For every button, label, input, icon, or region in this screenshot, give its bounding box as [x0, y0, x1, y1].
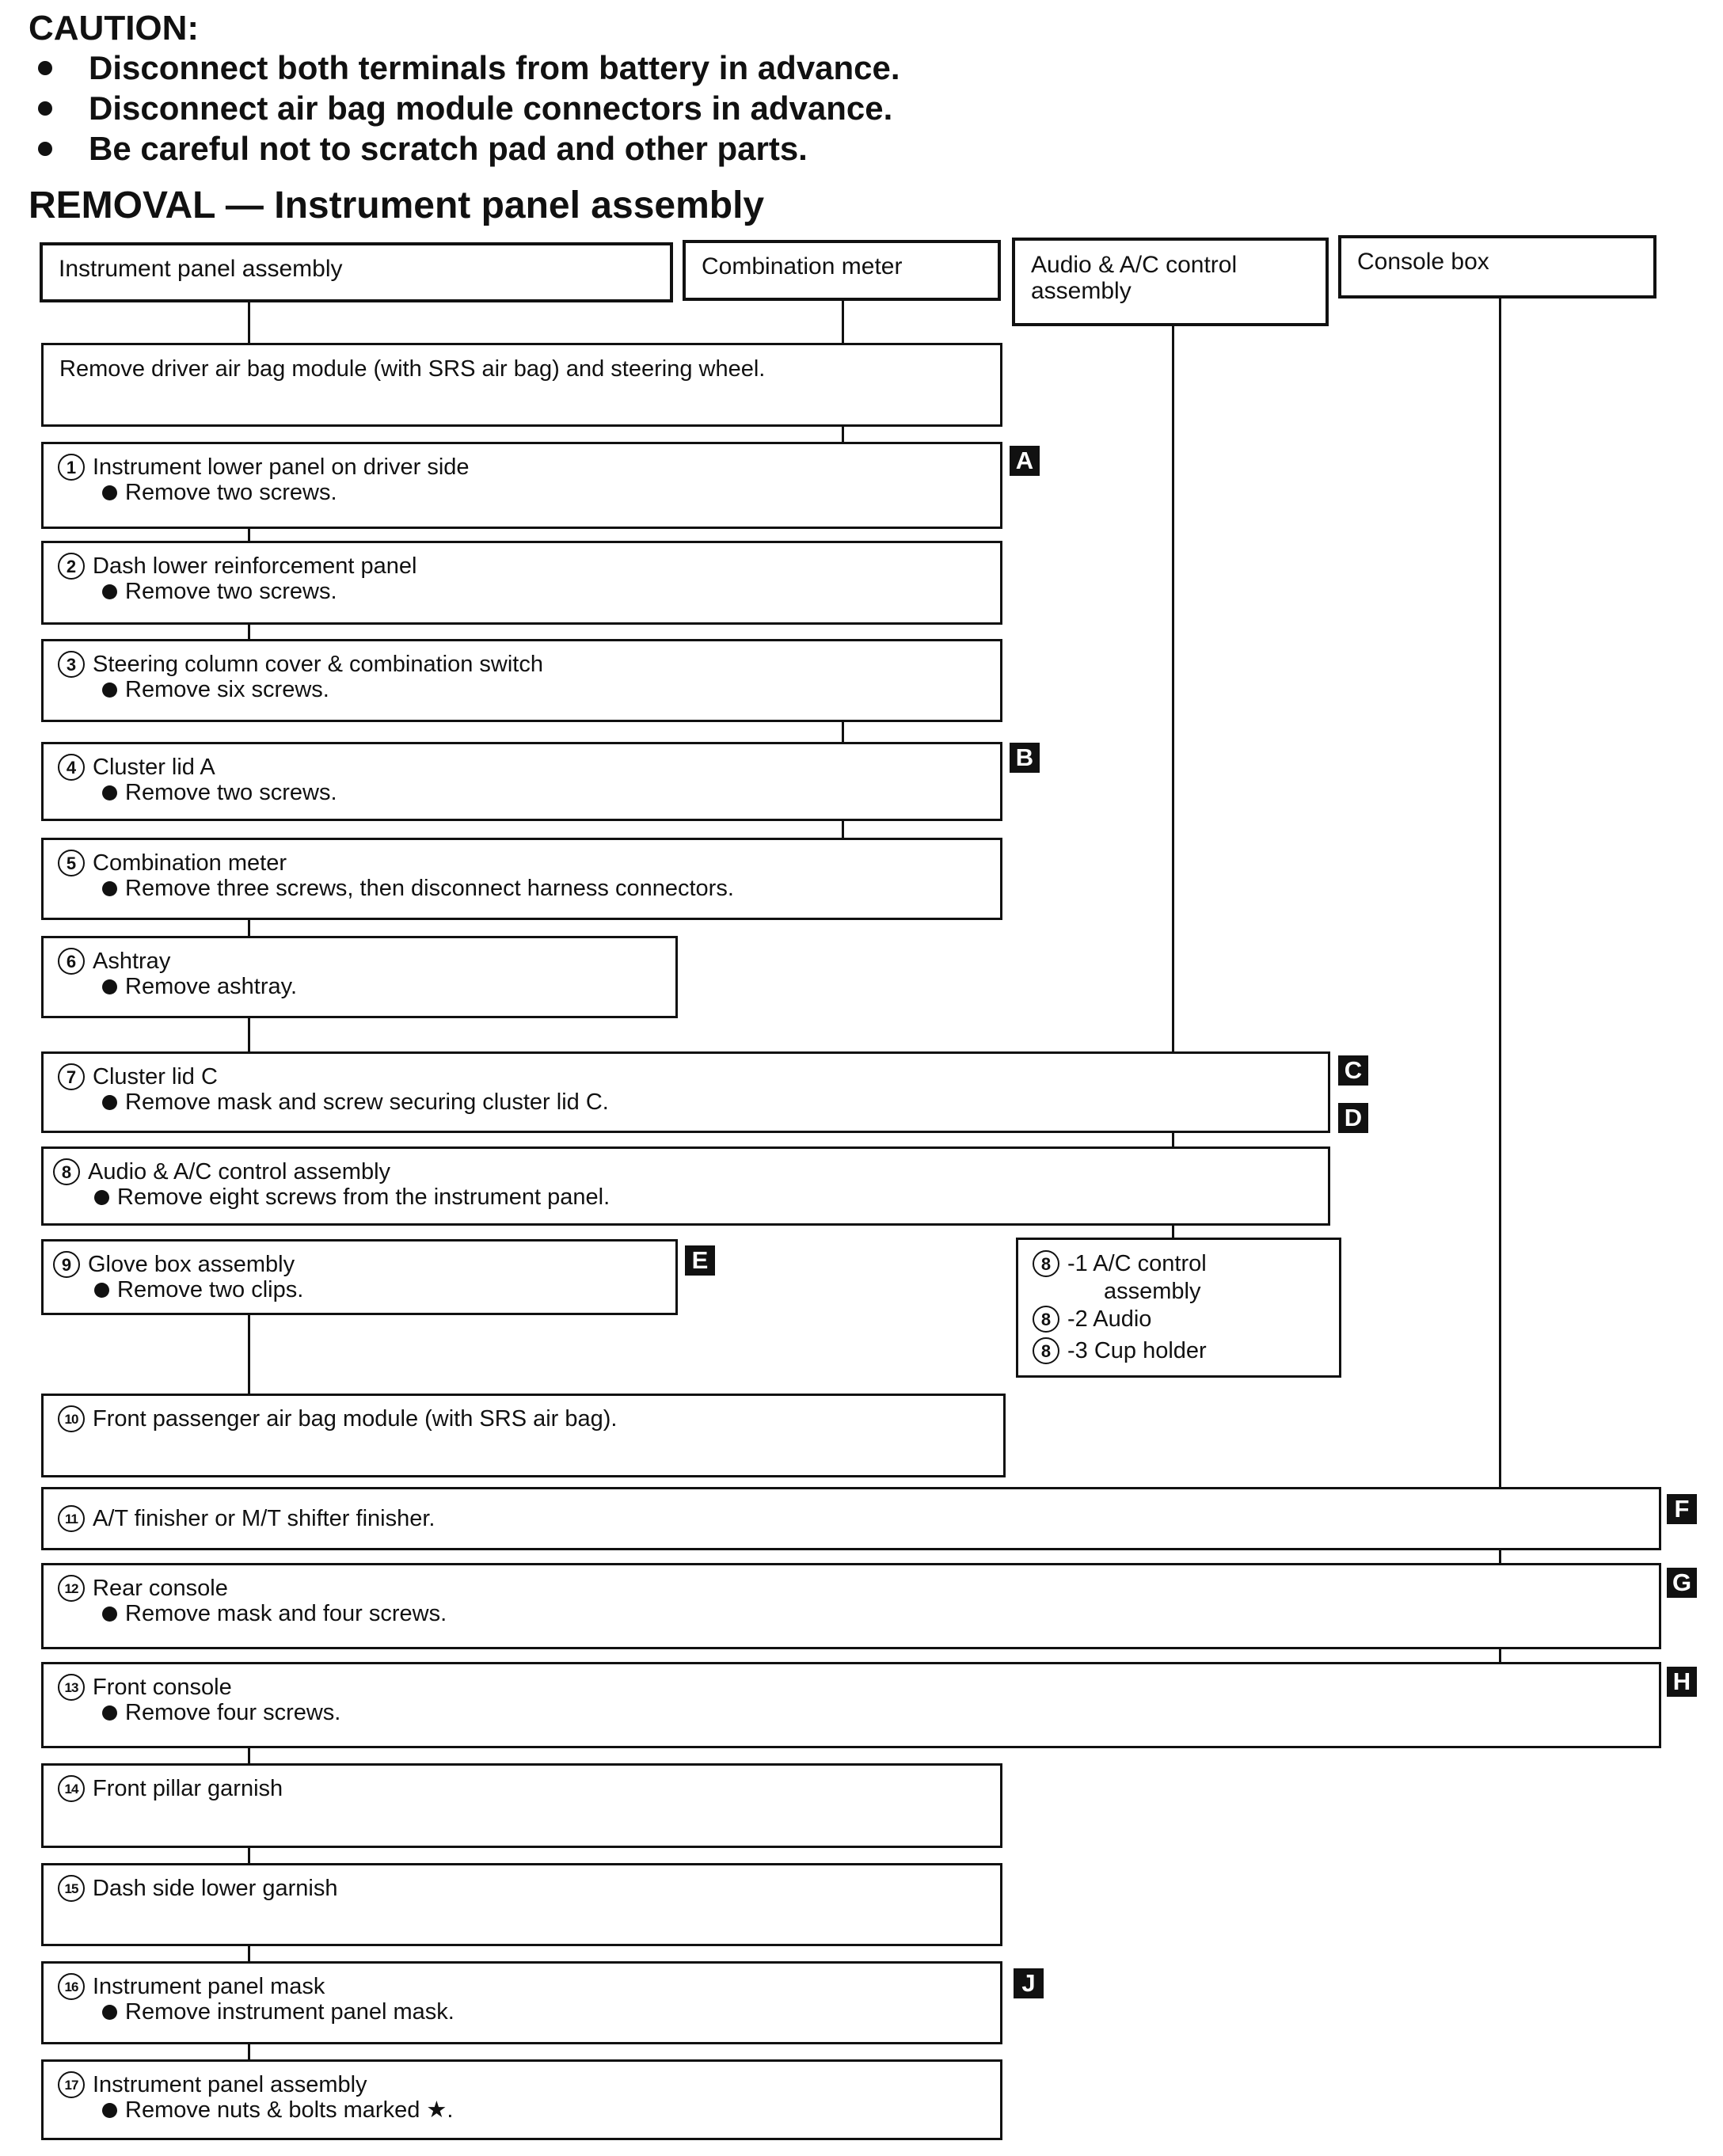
bullet-icon: [102, 683, 117, 698]
header-console-box: Console box: [1338, 235, 1656, 298]
step-number-icon: 4: [58, 754, 85, 781]
step-number-icon: 15: [58, 1875, 85, 1902]
substep-8-2: 8-2 Audio: [1033, 1303, 1325, 1335]
bullet-icon: [102, 785, 117, 800]
step-number-icon: 5: [58, 850, 85, 876]
step-number-icon: 8: [1033, 1306, 1059, 1333]
step-number-icon: 14: [58, 1775, 85, 1802]
bullet-icon: [38, 142, 52, 156]
ref-marker-f: F: [1667, 1494, 1697, 1524]
connector-line: [248, 301, 250, 343]
header-audio-ac: Audio & A/C control assembly: [1012, 238, 1329, 326]
connector-line: [842, 720, 844, 743]
connector-line: [248, 520, 250, 541]
connector-line: [1499, 1549, 1501, 1565]
step-number-icon: 2: [58, 553, 85, 580]
bullet-icon: [94, 1190, 109, 1205]
bullet-icon: [38, 101, 52, 116]
bullet-icon: [102, 1705, 117, 1721]
ref-marker-j: J: [1014, 1968, 1044, 1998]
bullet-icon: [38, 61, 52, 75]
caution-item: Be careful not to scratch pad and other …: [29, 128, 900, 169]
connector-line: [248, 1747, 250, 1765]
caution-item: Disconnect both terminals from battery i…: [29, 48, 900, 88]
substep-8-1: 8-1 A/C control: [1033, 1248, 1325, 1280]
step-number-icon: 11: [58, 1505, 85, 1532]
ref-marker-g: G: [1667, 1568, 1697, 1598]
connector-line: [248, 918, 250, 937]
step-number-icon: 8: [1033, 1337, 1059, 1364]
step-number-icon: 17: [58, 2071, 85, 2098]
connector-line: [248, 1017, 250, 1055]
bullet-icon: [102, 1607, 117, 1622]
connector-line: [1499, 297, 1501, 1489]
connector-line: [1172, 325, 1174, 1053]
ref-marker-d: D: [1338, 1103, 1368, 1133]
connector-line: [1172, 1224, 1174, 1240]
bullet-icon: [102, 979, 117, 994]
header-instrument-panel: Instrument panel assembly: [40, 242, 673, 302]
step-number-icon: 6: [58, 948, 85, 975]
bullet-icon: [102, 2103, 117, 2118]
caution-list: Disconnect both terminals from battery i…: [29, 48, 900, 169]
step-number-icon: 16: [58, 1973, 85, 2000]
step-number-icon: 3: [58, 651, 85, 678]
section-title: REMOVAL — Instrument panel assembly: [29, 184, 765, 226]
step-number-icon: 1: [58, 454, 85, 481]
step-number-icon: 8: [53, 1158, 80, 1185]
bullet-icon: [102, 1095, 117, 1110]
connector-line: [1172, 1131, 1174, 1148]
bullet-icon: [102, 2005, 117, 2020]
connector-line: [842, 301, 844, 343]
bullet-icon: [102, 485, 117, 500]
substep-8-3: 8-3 Cup holder: [1033, 1335, 1325, 1367]
step-number-icon: 10: [58, 1405, 85, 1432]
connector-line: [248, 2043, 250, 2061]
ref-marker-a: A: [1010, 446, 1040, 476]
header-combination-meter: Combination meter: [683, 240, 1001, 301]
step-intro: Remove driver air bag module (with SRS a…: [41, 343, 1002, 427]
connector-line: [248, 1313, 250, 1395]
substep-8-1-continuation: assembly: [1104, 1278, 1201, 1304]
connector-line: [1499, 1648, 1501, 1664]
connector-line: [842, 819, 844, 838]
step-number-icon: 7: [58, 1063, 85, 1090]
ref-marker-c: C: [1338, 1055, 1368, 1086]
caution-item: Disconnect air bag module connectors in …: [29, 88, 900, 128]
bullet-icon: [102, 584, 117, 599]
connector-line: [248, 622, 250, 641]
connector-line: [248, 1846, 250, 1865]
step-number-icon: 12: [58, 1575, 85, 1602]
connector-line: [248, 1945, 250, 1963]
bullet-icon: [94, 1283, 109, 1298]
step-number-icon: 8: [1033, 1250, 1059, 1277]
step-number-icon: 13: [58, 1674, 85, 1701]
caution-title: CAUTION:: [29, 9, 200, 48]
bullet-icon: [102, 881, 117, 896]
ref-marker-e: E: [685, 1245, 715, 1276]
ref-marker-b: B: [1010, 743, 1040, 773]
step-number-icon: 9: [53, 1251, 80, 1278]
substeps-8: 8-1 A/C control assembly 8-2 Audio 8-3 C…: [1016, 1238, 1341, 1378]
ref-marker-h: H: [1667, 1667, 1697, 1697]
connector-line: [842, 425, 844, 443]
